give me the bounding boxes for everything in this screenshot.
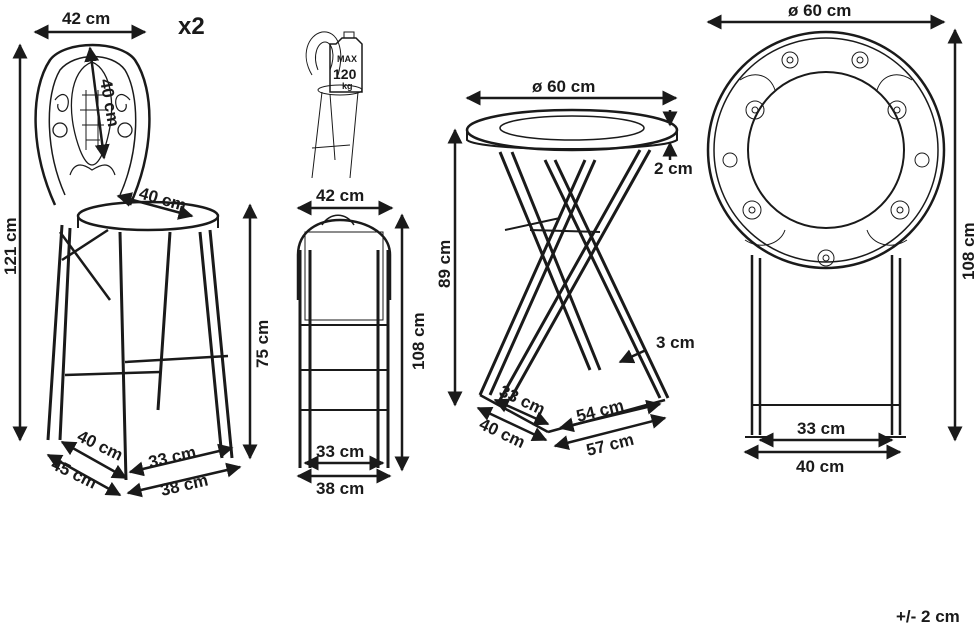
table-dimension-lines — [447, 90, 678, 450]
chair-illustration — [34, 43, 234, 481]
folded-table-height-label: 108 cm — [959, 222, 978, 280]
folded-chair-dimension-lines — [296, 200, 410, 484]
table-diameter-label: ø 60 cm — [532, 77, 595, 96]
max-load-icon — [305, 31, 363, 179]
table-top-thickness-label: 2 cm — [654, 159, 693, 178]
table-height-label: 89 cm — [435, 240, 454, 288]
folded-chair-height-label: 108 cm — [409, 312, 428, 370]
folded-chair-base-outer-label: 38 cm — [316, 479, 364, 498]
max-load-label: MAX — [337, 54, 357, 64]
max-load-unit: kg — [342, 81, 353, 91]
folded-table-illustration — [706, 30, 946, 438]
folded-chair-base-inner-label: 33 cm — [316, 442, 364, 461]
chair-base-depth-inner-label: 40 cm — [74, 427, 126, 465]
chair-dimension-lines — [12, 24, 258, 498]
folded-table-base-inner-label: 33 cm — [797, 419, 845, 438]
table-base-width-outer-label: 57 cm — [584, 430, 635, 460]
table-illustration — [465, 108, 679, 434]
table-leg-thickness-label: 3 cm — [656, 333, 695, 352]
chair-height-label: 121 cm — [1, 217, 20, 275]
seat-diameter-label: 40 cm — [137, 184, 189, 216]
chair-base-width-outer-label: 38 cm — [159, 471, 210, 500]
folded-table-dimension-lines — [706, 14, 963, 460]
seat-height-label: 75 cm — [253, 320, 272, 368]
folded-table-base-outer-label: 40 cm — [796, 457, 844, 476]
folded-table-diameter-label: ø 60 cm — [788, 1, 851, 20]
table-base-width-inner-label: 54 cm — [574, 396, 625, 426]
max-load-value: 120 — [333, 66, 357, 82]
chair-base-width-inner-label: 33 cm — [147, 443, 198, 472]
quantity-multiplier: x2 — [178, 13, 205, 40]
chair-width-label: 42 cm — [62, 9, 110, 28]
folded-chair-width-label: 42 cm — [316, 186, 364, 205]
folded-chair-illustration — [296, 214, 392, 468]
tolerance-note: +/- 2 cm — [896, 607, 960, 626]
